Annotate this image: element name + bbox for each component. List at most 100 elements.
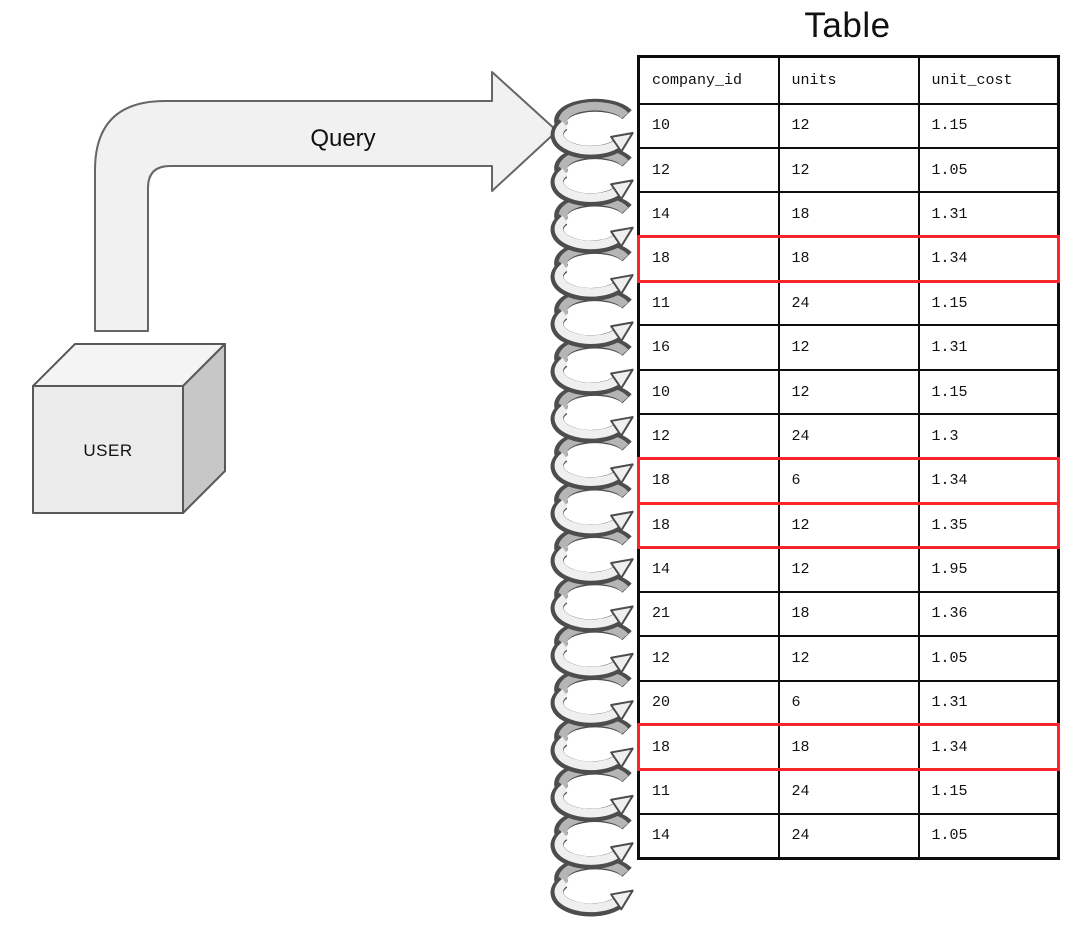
cell: 24 [777,413,920,460]
loop-arrow [550,809,634,870]
cell: 24 [777,812,920,860]
user-label: USER [83,441,132,460]
loop-arrow [550,382,634,443]
cell: 1.95 [917,546,1060,593]
loop-front-band [554,168,634,202]
loop-front-band [554,736,634,771]
loop-arrow [550,288,634,349]
loop-arrow [550,572,634,633]
cell: 20 [637,679,780,726]
cell: 12 [777,546,920,593]
table-title: Table [804,6,891,45]
cell: 12 [777,102,920,149]
cell: 1.34 [917,457,1060,505]
loop-front-band [554,121,634,155]
cell: 11 [637,280,780,327]
cell: 18 [777,723,920,771]
cell: 12 [637,413,780,460]
cell: 21 [637,590,780,638]
loop-front-band [554,357,634,392]
loop-front-band [554,831,634,865]
cell: 18 [777,590,920,638]
cell: 18 [777,235,920,283]
loop-front-band [554,310,634,344]
loop-front-band [554,594,634,629]
cell: 12 [777,501,920,549]
loop-front-band [554,878,634,913]
loop-arrow [550,477,634,538]
loop-front-band [554,642,634,676]
cell: 18 [637,723,780,771]
cell: 1.31 [917,324,1060,371]
cell: 10 [637,102,780,149]
query-arrow [94,71,558,332]
loop-arrow [550,856,634,917]
loop-front-band [554,784,634,818]
cell: 6 [777,457,920,505]
loop-front-band [554,452,634,486]
cell: 18 [637,235,780,283]
loop-arrow [550,193,634,254]
cell: 24 [777,768,920,815]
loop-arrow [550,430,634,491]
cell: 18 [777,191,920,238]
cell: 12 [637,146,780,194]
loop-arrow [550,240,634,301]
query-label: Query [310,125,375,152]
loop-front-band [554,215,634,250]
cell: 1.3 [917,413,1060,460]
column-header: company_id [637,55,780,105]
cell: 1.05 [917,635,1060,682]
cell: 1.15 [917,368,1060,416]
column-header: unit_cost [917,55,1060,105]
cell: 12 [777,368,920,416]
cell: 1.34 [917,235,1060,283]
cell: 16 [637,324,780,371]
user-cube-front-face [32,385,184,514]
loop-front-band [554,263,634,297]
column-header: units [777,55,920,105]
cell: 10 [637,368,780,416]
loop-front-band [554,689,634,723]
loop-arrow [550,98,634,159]
user-cube [32,343,226,514]
loop-back-band [558,101,629,130]
cell: 1.05 [917,146,1060,194]
cell: 12 [777,635,920,682]
loop-arrow [550,335,634,396]
cell: 1.05 [917,812,1060,860]
cell: 1.15 [917,102,1060,149]
loop-arrow [550,146,634,207]
cell: 6 [777,679,920,726]
cell: 1.34 [917,723,1060,771]
cell: 1.36 [917,590,1060,638]
cell: 1.15 [917,280,1060,327]
cell: 14 [637,812,780,860]
cell: 18 [637,501,780,549]
cell: 14 [637,191,780,238]
loop-front-band [554,499,634,534]
loop-arrow [550,714,634,775]
cell: 24 [777,280,920,327]
loop-arrow [550,761,634,822]
scan-loop-arrows [550,98,634,917]
